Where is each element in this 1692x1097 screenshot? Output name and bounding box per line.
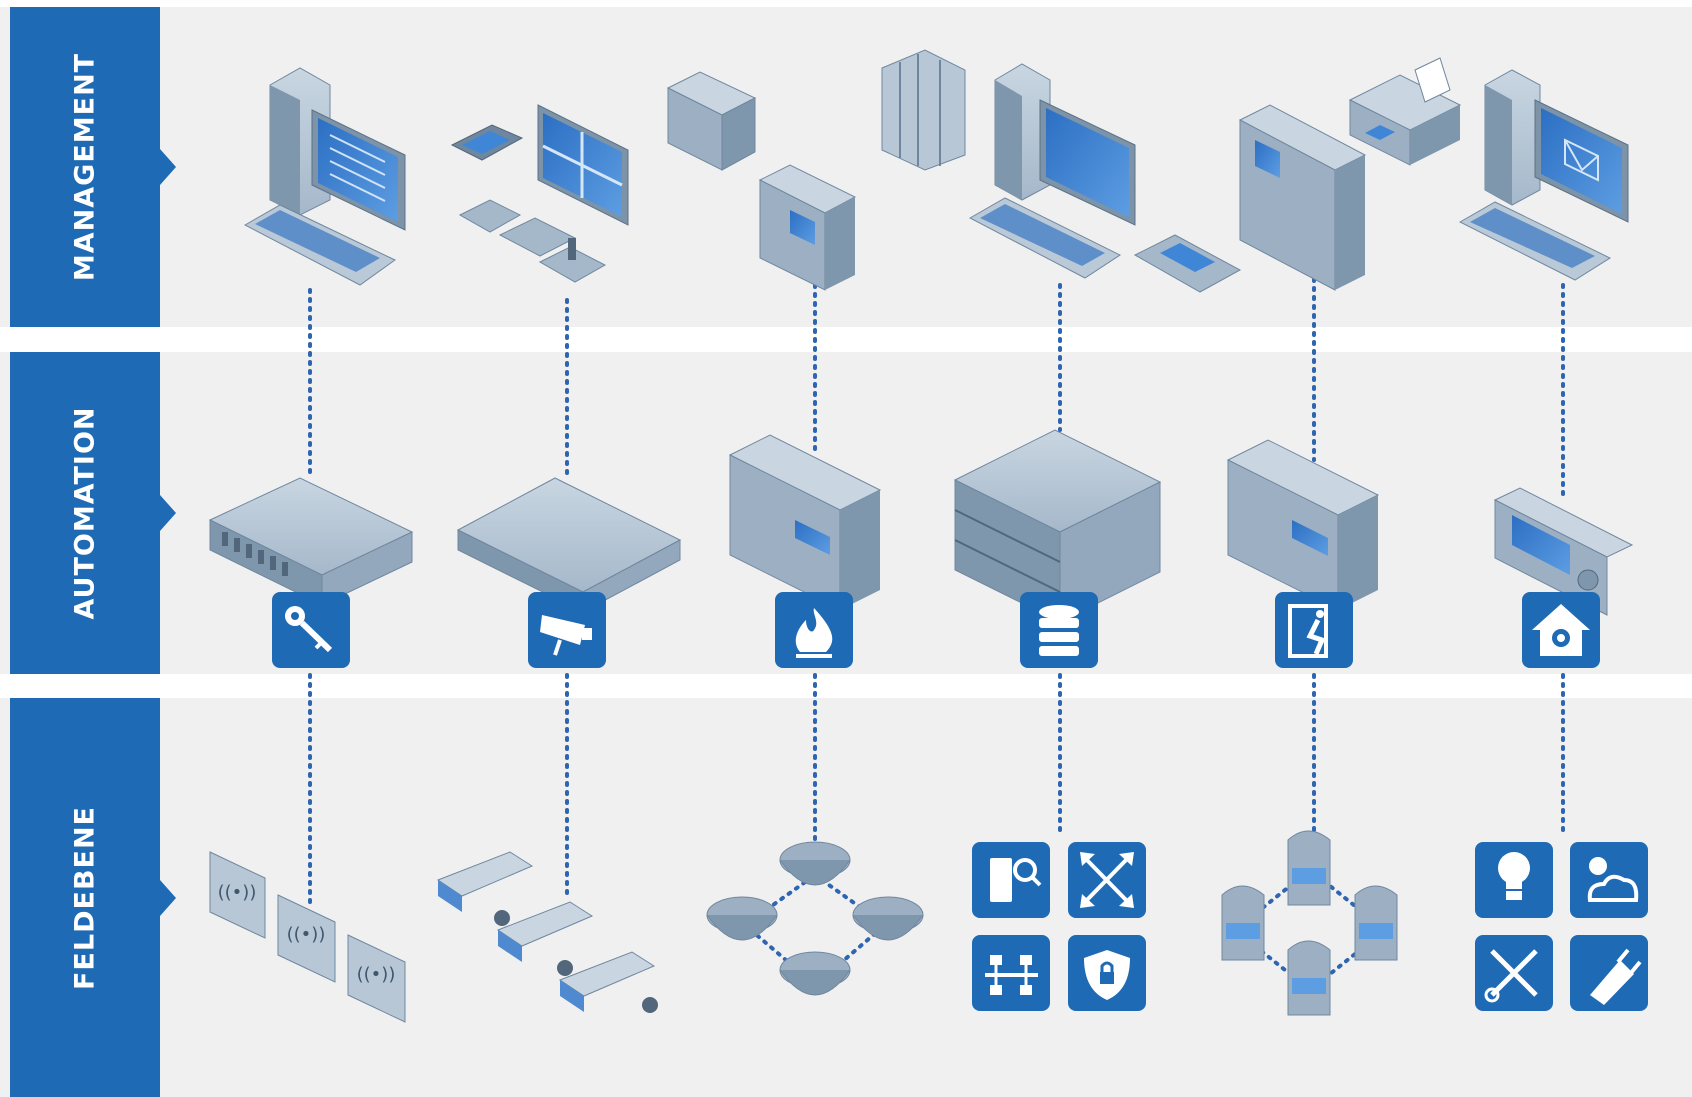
tools-tile bbox=[1475, 935, 1553, 1011]
card-reader-icon: ((•)) bbox=[347, 934, 406, 1023]
motion-sensor-icon bbox=[1287, 940, 1331, 1016]
workstation-icon bbox=[243, 67, 406, 286]
server-search-tile bbox=[972, 842, 1050, 918]
security-camera-icon bbox=[496, 901, 594, 976]
binders-icon bbox=[881, 49, 966, 171]
power-plug-tile bbox=[1570, 935, 1648, 1011]
smoke-detector-icon bbox=[779, 841, 851, 886]
flame-badge bbox=[775, 592, 853, 668]
weather-tile bbox=[1570, 842, 1648, 918]
motion-sensor-icon bbox=[1221, 885, 1265, 961]
lightbulb-tile bbox=[1475, 842, 1553, 918]
layer-label-automation: AUTOMATION bbox=[10, 352, 176, 674]
arrow-right-icon bbox=[160, 495, 176, 531]
arrow-right-icon bbox=[160, 879, 176, 916]
arrow-right-icon bbox=[160, 149, 176, 185]
access-controller-icon bbox=[208, 477, 414, 606]
printer-icon bbox=[1348, 57, 1462, 166]
emergency-exit-badge bbox=[1275, 592, 1353, 668]
intercom-panel-icon bbox=[1238, 104, 1367, 291]
security-camera-icon bbox=[436, 851, 534, 926]
security-camera-icon bbox=[558, 951, 658, 1013]
card-reader-icon: ((•)) bbox=[277, 894, 336, 983]
cctv-camera-badge bbox=[528, 592, 606, 668]
connector-lines bbox=[308, 268, 1565, 907]
layer-label-management: MANAGEMENT bbox=[10, 7, 176, 327]
database-badge bbox=[1020, 592, 1098, 668]
fire-control-panel-icon bbox=[758, 164, 857, 291]
smoke-detector-icon bbox=[706, 896, 778, 941]
motion-sensor-icon bbox=[1354, 885, 1398, 961]
key-badge bbox=[272, 592, 350, 668]
svg-text:((•)): ((•)) bbox=[218, 882, 257, 903]
svg-text:((•)): ((•)) bbox=[357, 964, 396, 985]
escape-door-controller-icon bbox=[1226, 439, 1380, 611]
motion-sensor-icon bbox=[1287, 830, 1331, 906]
workstation-icon bbox=[1458, 69, 1629, 281]
telephone-icon bbox=[1133, 234, 1242, 293]
smoke-detector-icon bbox=[779, 951, 851, 996]
video-workstation-icon bbox=[450, 104, 629, 283]
server-rack-icon bbox=[953, 429, 1162, 623]
card-reader-icon: ((•)) bbox=[209, 851, 266, 939]
workstation-icon bbox=[968, 63, 1136, 279]
switch-arrows-tile bbox=[1068, 842, 1146, 918]
smoke-detector-icon bbox=[852, 896, 924, 941]
home-gear-badge bbox=[1522, 592, 1600, 668]
fire-panel-cabinet-icon bbox=[728, 434, 882, 611]
network-tile bbox=[972, 935, 1050, 1011]
file-folder-icon bbox=[666, 71, 757, 171]
room-controller-icon bbox=[1493, 487, 1634, 616]
svg-text:((•)): ((•)) bbox=[287, 924, 326, 945]
video-recorder-icon bbox=[456, 477, 682, 613]
layer-label-feldebene: FELDEBENE bbox=[10, 698, 176, 1097]
security-shield-tile bbox=[1068, 935, 1146, 1011]
